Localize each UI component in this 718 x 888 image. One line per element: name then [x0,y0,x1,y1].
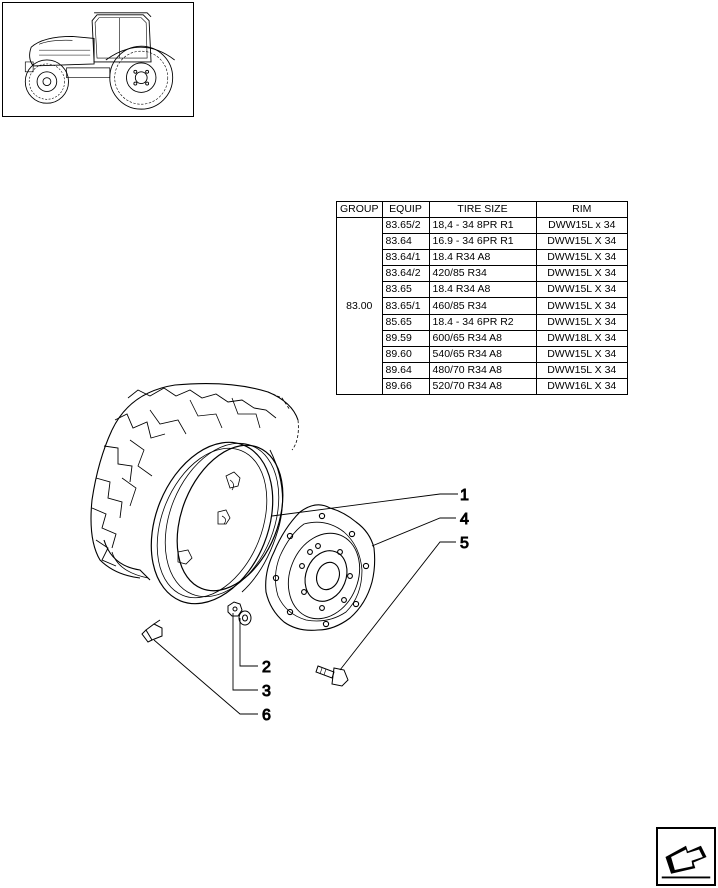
equip-cell: 89.60 [381,345,430,363]
table-row: 83.64/2 420/85 R34 DWW15L X 34 [337,265,629,283]
tire [90,382,299,581]
equip-cell: 83.64 [381,233,430,251]
table-row: 83.64/1 18.4 R34 A8 DWW15L X 34 [337,249,629,267]
group-cell: 83.00 [336,216,383,396]
tractor-icon [24,12,175,110]
table-row: 89.66 520/70 R34 A8 DWW16L X 34 [337,377,629,396]
tire-size-cell: 16.9 - 34 6PR R1 [428,233,537,251]
rim-cell: DWW15L X 34 [535,265,629,283]
rim [150,441,284,605]
rim-cell: DWW16L X 34 [535,377,629,396]
tire-size-cell: 520/70 R34 A8 [428,377,537,396]
washer [238,610,252,626]
equip-cell: 83.65/2 [381,216,430,235]
callout-5: 5 [460,535,469,552]
rim-cell: DWW15L X 34 [535,313,629,331]
tractor-thumbnail [2,2,194,117]
tire-size-cell: 18,4 - 34 8PR R1 [428,216,537,235]
callout-3: 3 [262,683,271,700]
wheel-disc [265,504,376,631]
next-page-arrow-icon [661,845,711,879]
rim-cell: DWW15L x 34 [535,216,629,235]
callout-1: 1 [460,487,469,504]
header-tire-size: TIRE SIZE [428,201,537,218]
equip-cell: 89.64 [381,361,430,379]
rim-cell: DWW18L X 34 [535,329,629,347]
bolt [315,665,349,687]
next-page-button[interactable] [656,827,716,886]
callout-2: 2 [262,659,271,676]
tire-size-cell: 480/70 R34 A8 [428,361,537,379]
header-rim: RIM [535,201,629,218]
tire-rim-spec-table: GROUP EQUIP TIRE SIZE RIM 83.00 83.65/2 … [336,201,629,396]
callout-6: 6 [262,707,271,724]
rim-cell: DWW15L X 34 [535,345,629,363]
tire-size-cell: 18.4 R34 A8 [428,281,537,299]
header-group: GROUP [336,201,383,218]
equip-cell: 89.66 [381,377,430,396]
rim-cell: DWW15L X 34 [535,297,629,315]
header-equip: EQUIP [381,201,430,218]
table-row: 83.00 83.65/2 18,4 - 34 8PR R1 DWW15L x … [336,216,629,396]
leader-lines [153,493,458,715]
equip-cell: 83.64/2 [381,265,430,283]
equip-cell: 89.59 [381,329,430,347]
table-row: 83.65 18.4 R34 A8 DWW15L X 34 [337,281,629,299]
tire-size-cell: 600/65 R34 A8 [428,329,537,347]
table-header-row: GROUP EQUIP TIRE SIZE RIM [336,201,629,218]
tire-size-cell: 420/85 R34 [428,265,537,283]
valve [141,619,163,643]
tire-size-cell: 18.4 - 34 6PR R2 [428,313,537,331]
tire-size-cell: 18.4 R34 A8 [428,249,537,267]
rim-cell: DWW15L X 34 [535,361,629,379]
table-row: 85.65 18.4 - 34 6PR R2 DWW15L X 34 [337,313,629,331]
rim-cell: DWW15L X 34 [535,281,629,299]
equip-cell: 85.65 [381,313,430,331]
equip-cell: 83.65/1 [381,297,430,315]
rim-cell: DWW15L X 34 [535,233,629,251]
table-row: 89.59 600/65 R34 A8 DWW18L X 34 [337,329,629,347]
rim-cell: DWW15L X 34 [535,249,629,267]
table-row: 83.65/1 460/85 R34 DWW15L X 34 [337,297,629,315]
tire-size-cell: 540/65 R34 A8 [428,345,537,363]
equip-cell: 83.65 [381,281,430,299]
callout-4: 4 [460,511,469,528]
equip-cell: 83.64/1 [381,249,430,267]
nut [227,601,243,617]
tire-size-cell: 460/85 R34 [428,297,537,315]
